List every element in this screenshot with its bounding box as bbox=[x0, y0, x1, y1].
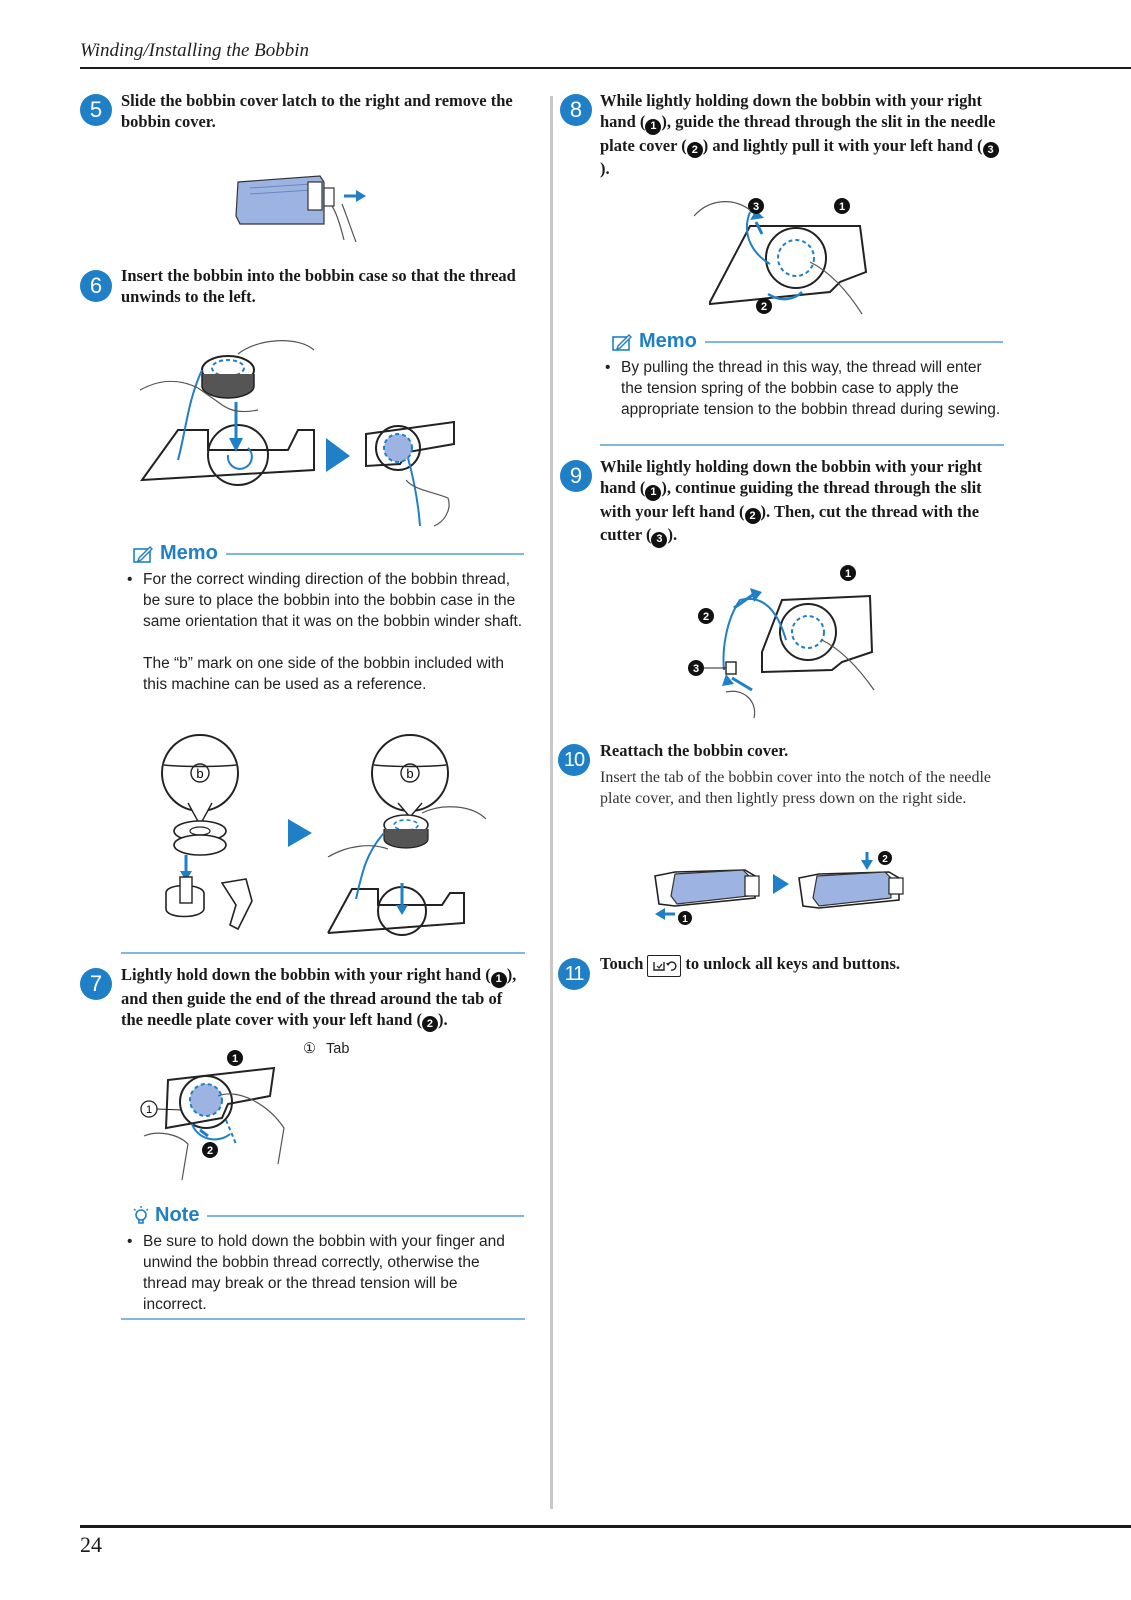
note-p1: Be sure to hold down the bobbin with you… bbox=[143, 1233, 505, 1313]
fig9-marker-2: 2 bbox=[703, 611, 709, 623]
memo-1-p2: The “b” mark on one side of the bobbin i… bbox=[143, 655, 505, 693]
memo-2-heading: Memo bbox=[611, 330, 1003, 353]
header-rule bbox=[80, 67, 1131, 69]
fig8-marker-2: 2 bbox=[761, 301, 767, 313]
footer-rule bbox=[80, 1525, 1131, 1528]
unlock-key-button[interactable] bbox=[647, 955, 682, 977]
unlock-key-icon bbox=[653, 961, 677, 971]
step-10-title: Reattach the bobbin cover. bbox=[600, 741, 789, 760]
step-10-body: Insert the tab of the bobbin cover into … bbox=[600, 769, 991, 807]
step-9-text: While lightly holding down the bobbin wi… bbox=[600, 456, 1004, 548]
note-bullet: • bbox=[127, 1233, 133, 1250]
step-9-text-a: While lightly holding down the bobbin wi… bbox=[600, 457, 983, 497]
bobbin-b-mark-figure: b b bbox=[161, 734, 487, 936]
note-body: • Be sure to hold down the bobbin with y… bbox=[127, 1231, 525, 1315]
tab-label-number: ① bbox=[303, 1041, 316, 1057]
marker-3: 3 bbox=[982, 142, 999, 158]
step-9-text-d: ). bbox=[667, 525, 678, 544]
memo-1-heading: Memo bbox=[132, 542, 524, 565]
step-11-badge: 11 bbox=[558, 958, 590, 990]
step-8-text-c: ) and lightly pull it with your left han… bbox=[702, 135, 983, 155]
fig8-marker-3: 3 bbox=[753, 201, 759, 213]
step-9-text-c: ). Then, cut the thread with the cutter … bbox=[600, 501, 980, 545]
note-title: Note bbox=[155, 1204, 200, 1226]
step-7-badge: 7 bbox=[80, 968, 112, 1000]
fig8-marker-1: 1 bbox=[839, 201, 845, 213]
step-8-text: While lightly holding down the bobbin wi… bbox=[600, 90, 1004, 179]
memo-pencil-icon bbox=[133, 545, 153, 563]
fig7-marker-1: 1 bbox=[232, 1053, 238, 1065]
memo-1-body: • For the correct winding direction of t… bbox=[127, 569, 525, 695]
marker-2: 2 bbox=[421, 1016, 438, 1032]
marker-1: 1 bbox=[490, 971, 507, 988]
step-5-text: Slide the bobbin cover latch to the righ… bbox=[121, 91, 513, 131]
step-8-text-a: While lightly holding down the bobbin wi… bbox=[600, 91, 983, 131]
marker-1: 1 bbox=[645, 484, 662, 501]
fig9-marker-1: 1 bbox=[845, 568, 851, 580]
tab-label: ① Tab bbox=[303, 1041, 349, 1057]
thread-cut-figure: 1 2 3 bbox=[688, 565, 875, 719]
step-5-badge: 5 bbox=[80, 94, 112, 126]
note-bottom-rule bbox=[121, 1318, 525, 1320]
page-number: 24 bbox=[80, 1532, 102, 1557]
step-11-text: Touch to unlock all keys and buttons. bbox=[600, 953, 1004, 977]
memo-1-bullet: • bbox=[127, 571, 133, 588]
fig7-marker-2: 2 bbox=[207, 1145, 213, 1157]
step-11-text-a: Touch bbox=[600, 954, 644, 973]
step-8-badge: 8 bbox=[560, 94, 592, 126]
bobbin-cover-reattach-figure: 1 2 bbox=[654, 851, 904, 925]
marker-2: 2 bbox=[686, 142, 703, 158]
memo-2-title: Memo bbox=[639, 330, 697, 352]
memo-1-rule bbox=[225, 552, 524, 555]
step-6-badge: 6 bbox=[80, 270, 112, 302]
step-10-badge: 10 bbox=[558, 744, 590, 776]
step-7-text-c: ). bbox=[437, 1009, 448, 1029]
memo-2-bullet: • bbox=[605, 359, 611, 376]
memo-2-rule bbox=[704, 340, 1003, 343]
tab-label-text: Tab bbox=[326, 1041, 350, 1057]
marker-3: 3 bbox=[651, 531, 668, 548]
step-8-text-d: ). bbox=[600, 159, 610, 178]
fig10-marker-2: 2 bbox=[882, 854, 888, 865]
lightbulb-icon bbox=[133, 1205, 149, 1224]
step-7-text: Lightly hold down the bobbin with your r… bbox=[121, 964, 523, 1032]
b-mark-text-2: b bbox=[406, 766, 413, 781]
step-9-badge: 9 bbox=[560, 460, 592, 492]
memo-pencil-icon bbox=[612, 333, 632, 351]
memo-2-body: • By pulling the thread in this way, the… bbox=[605, 357, 1003, 420]
thread-around-tab-figure: 1 1 2 bbox=[140, 1050, 285, 1181]
marker-1: 1 bbox=[645, 118, 662, 135]
note-heading: Note bbox=[132, 1204, 524, 1227]
b-mark-text-1: b bbox=[196, 766, 203, 781]
header-title: Winding/Installing the Bobbin bbox=[80, 40, 310, 61]
fig9-marker-3: 3 bbox=[693, 663, 699, 675]
thread-through-slit-figure: 3 1 2 bbox=[693, 198, 868, 315]
memo-1-bottom-rule bbox=[121, 952, 525, 954]
bobbin-insert-figure bbox=[139, 340, 455, 527]
step-7-text-a: Lightly hold down the bobbin with your r… bbox=[121, 965, 491, 984]
step-6-text: Insert the bobbin into the bobbin case s… bbox=[121, 266, 516, 306]
fig7-tab-marker: 1 bbox=[146, 1104, 152, 1116]
step-9-text-b: ), continue guiding the thread through t… bbox=[600, 478, 982, 521]
column-divider bbox=[550, 96, 553, 1509]
step-11-text-b: to unlock all keys and buttons. bbox=[685, 954, 900, 973]
memo-2-p1: By pulling the thread in this way, the t… bbox=[621, 359, 1001, 418]
note-rule bbox=[207, 1214, 524, 1217]
marker-2: 2 bbox=[744, 508, 761, 524]
memo-2-bottom-rule bbox=[600, 444, 1004, 446]
fig10-marker-1: 1 bbox=[682, 914, 688, 925]
memo-1-p1: For the correct winding direction of the… bbox=[143, 571, 523, 630]
step-7-text-b: ), and then guide the end of the thread … bbox=[121, 965, 517, 1029]
step-8-text-b: ), guide the thread through the slit in … bbox=[600, 112, 996, 155]
bobbin-cover-remove-figure bbox=[235, 175, 366, 243]
memo-1-title: Memo bbox=[160, 542, 218, 564]
